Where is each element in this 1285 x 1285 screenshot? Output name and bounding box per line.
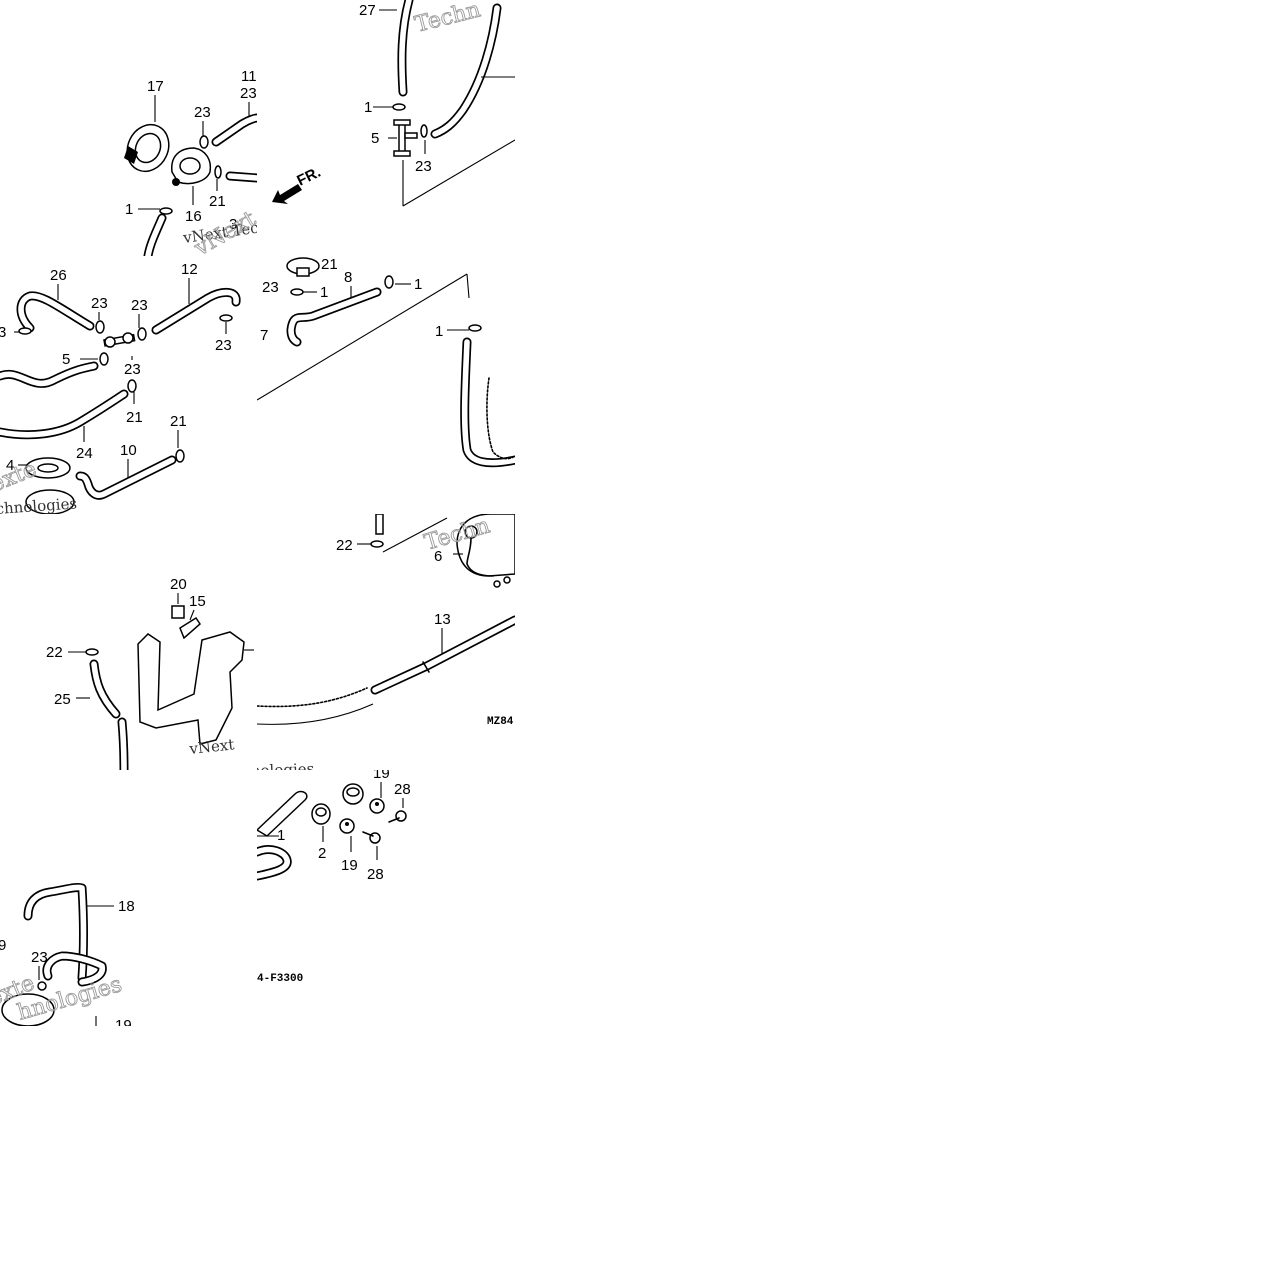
- callout-1d: 1: [414, 276, 422, 293]
- callout-23h: 5: [62, 351, 70, 368]
- callout-28: 28: [394, 781, 411, 798]
- drawing-code: 4-F3300: [257, 973, 303, 985]
- callout-15: 15: [189, 593, 206, 610]
- callout-28b: 28: [367, 866, 384, 883]
- callout-23b: 23: [194, 104, 211, 121]
- callout-11: 23: [240, 85, 257, 102]
- diagram-tile-lower-right-a: 22 6 Techn 13 MZ84 nologies: [257, 514, 515, 770]
- callout-17: 17: [147, 78, 164, 95]
- callout-21d: 21: [170, 413, 187, 430]
- tile-middle-left-svg: 26 23 23 12 23 3 5 23: [0, 261, 241, 514]
- callout-4: 4: [6, 457, 14, 474]
- callout-23g: 23: [215, 337, 232, 354]
- watermark-chnologies: chnologies: [0, 494, 78, 514]
- callout-24: 24: [76, 445, 93, 462]
- diagram-tile-lower-left-a: 20 15 14 22 25 vNext: [0, 514, 257, 770]
- front-marker: FR.: [268, 164, 338, 208]
- callout-13: 13: [434, 611, 451, 628]
- callout-6: 6: [434, 548, 442, 565]
- callout-22b: 22: [46, 644, 63, 661]
- tile-lower-right-a-svg: 22 6 Techn 13 MZ84 nologies: [257, 514, 515, 770]
- callout-5b: 23: [124, 361, 141, 378]
- callout-22: 22: [336, 537, 353, 554]
- callout-26: 26: [50, 267, 67, 284]
- callout-20: 20: [170, 576, 187, 593]
- callout-25: 25: [54, 691, 71, 708]
- callout-5: 5: [371, 130, 379, 147]
- callout-23d: 23: [262, 279, 279, 296]
- tile-middle-right-svg: 21 23 1 8 1 7 1: [257, 256, 515, 468]
- callout-10: 10: [120, 442, 137, 459]
- tile-top-right-svg: 27 1 5 23 Techn: [359, 0, 515, 207]
- callout-3b: 3: [0, 324, 6, 341]
- tile-bottom-right-svg: 19 28 1 2 19 28 4: [257, 770, 411, 985]
- callout-21: 21: [209, 193, 226, 210]
- callout-12: 12: [181, 261, 198, 278]
- drawing-code-fragment: MZ84: [487, 716, 514, 728]
- callout-21c: 21: [126, 409, 143, 426]
- callout-23i: 23: [31, 949, 48, 966]
- callout-1b: 1: [125, 201, 133, 218]
- callout-1e: 1: [435, 323, 443, 340]
- front-marker-svg: FR.: [272, 164, 323, 204]
- diagram-tile-middle-left: 26 23 23 12 23 3 5 23: [0, 256, 257, 514]
- callout-2: 2: [318, 845, 326, 862]
- callout-21b: 21: [321, 256, 338, 273]
- callout-1c: 1: [320, 284, 328, 301]
- diagram-tile-top-center: 17 23 11 23 16 21 1: [0, 0, 257, 256]
- callout-1: 1: [364, 99, 372, 116]
- watermark-techn: Techn: [412, 0, 483, 38]
- diagram-tile-bottom-right: 19 28 1 2 19 28 4: [257, 770, 515, 1026]
- callout-7: 7: [260, 327, 268, 344]
- diagram-tile-bottom-left: 18 9 23 19 exte hnologies: [0, 770, 257, 1026]
- diagram-tile-middle-right: 21 23 1 8 1 7 1: [257, 256, 515, 514]
- callout-23c: 11: [241, 68, 257, 85]
- callout-19b: 19: [341, 857, 358, 874]
- callout-23f: 23: [131, 297, 148, 314]
- tile-lower-left-a-svg: 20 15 14 22 25 vNext: [46, 576, 254, 770]
- callout-8: 8: [344, 269, 352, 286]
- tile-top-center-svg: 17 23 11 23 16 21 1: [124, 68, 257, 256]
- callout-27: 27: [359, 2, 376, 19]
- diagram-tile-top-right: 27 1 5 23 Techn: [257, 0, 515, 256]
- watermark-vnext-b: vNext: [188, 735, 236, 758]
- tile-bottom-left-svg: 18 9 23 19 exte hnologies: [0, 883, 135, 1026]
- callout-19c: 19: [115, 1017, 132, 1026]
- callout-19: 19: [373, 770, 390, 782]
- callout-1f: 1: [277, 827, 285, 844]
- callout-23e: 23: [91, 295, 108, 312]
- callout-18: 18: [118, 898, 135, 915]
- callout-16: 16: [185, 208, 202, 225]
- callout-9: 9: [0, 937, 6, 954]
- callout-23: 23: [415, 158, 432, 175]
- callout-3: 3: [229, 216, 237, 233]
- watermark-nologies: nologies: [257, 760, 315, 770]
